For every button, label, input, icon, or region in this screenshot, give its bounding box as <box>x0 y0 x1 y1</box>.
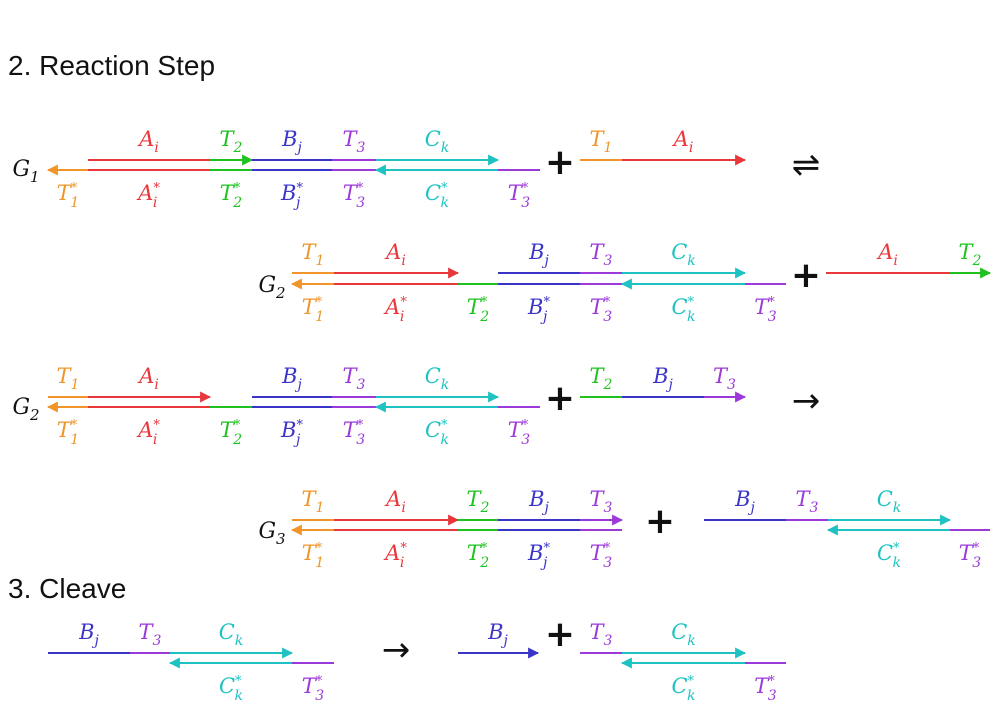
bj-star-label: B*j <box>527 295 550 325</box>
bj-label: Bj <box>528 240 549 269</box>
t3-label: T3 <box>590 240 613 269</box>
ai-label: Ai <box>137 127 159 156</box>
t3-label: T3 <box>343 127 366 156</box>
t2-star-label: T*2 <box>467 295 490 325</box>
bj-star-label: B*j <box>280 181 303 211</box>
t3-label: T3 <box>343 364 366 393</box>
ck-star-label: C*k <box>219 674 243 704</box>
bj-label: Bj <box>528 487 549 516</box>
t3-star-label: T*3 <box>343 418 366 448</box>
ai-label: Ai <box>384 240 406 269</box>
t3-label: T3 <box>590 620 613 649</box>
t3-label: T3 <box>139 620 162 649</box>
t2-label: T2 <box>590 364 613 393</box>
ck-label: Ck <box>671 240 696 269</box>
plus-sign: + <box>645 501 675 542</box>
t3-label: T3 <box>590 487 613 516</box>
t2-label: T2 <box>220 127 243 156</box>
ck-label: Ck <box>425 127 450 156</box>
t1-star-label: T*1 <box>57 181 79 211</box>
t1-label: T1 <box>590 127 613 156</box>
t3-star-label: T*3 <box>302 674 325 704</box>
bj-label: Bj <box>487 620 508 649</box>
t3-star-label: T*3 <box>508 418 531 448</box>
t2-label: T2 <box>467 487 490 516</box>
ai-label: Ai <box>876 240 898 269</box>
yields-arrow-cleave: → <box>382 630 411 670</box>
equilibrium-arrow: ⇌ <box>792 145 821 185</box>
t3-star-label: T*3 <box>754 674 777 704</box>
bj-label: Bj <box>281 127 302 156</box>
ck-label: Ck <box>425 364 450 393</box>
gate-label-g2: G2 <box>12 395 39 424</box>
t2-star-label: T*2 <box>220 181 243 211</box>
ck-label: Ck <box>219 620 244 649</box>
t2-label: T2 <box>959 240 982 269</box>
t1-star-label: T*1 <box>302 541 324 571</box>
gate-label-g2: G2 <box>258 273 285 302</box>
t3-star-label: T*3 <box>590 295 613 325</box>
t1-star-label: T*1 <box>302 295 324 325</box>
bj-star-label: B*j <box>527 541 550 571</box>
t3-star-label: T*3 <box>959 541 982 571</box>
t3-star-label: T*3 <box>754 295 777 325</box>
t3-label: T3 <box>796 487 819 516</box>
t1-label: T1 <box>302 487 325 516</box>
bj-star-label: B*j <box>280 418 303 448</box>
ai-star-label: A*i <box>383 541 407 571</box>
t1-label: T1 <box>57 364 80 393</box>
bj-label: Bj <box>281 364 302 393</box>
t1-label: T1 <box>302 240 325 269</box>
section-heading-cleave: 3. Cleave <box>8 573 127 604</box>
ai-star-label: A*i <box>136 418 160 448</box>
section-heading-reaction-step: 2. Reaction Step <box>8 50 216 81</box>
ck-star-label: C*k <box>425 418 449 448</box>
ai-label: Ai <box>672 127 694 156</box>
plus-sign: + <box>545 142 575 183</box>
bj-label: Bj <box>734 487 755 516</box>
plus-sign: + <box>791 255 821 296</box>
t3-star-label: T*3 <box>590 541 613 571</box>
ck-label: Ck <box>671 620 696 649</box>
gate-label-g1: G1 <box>12 157 39 186</box>
t3-star-label: T*3 <box>343 181 366 211</box>
ck-star-label: C*k <box>425 181 449 211</box>
yields-arrow: → <box>792 381 821 421</box>
ck-star-label: C*k <box>671 295 695 325</box>
ai-label: Ai <box>384 487 406 516</box>
ck-label: Ck <box>877 487 902 516</box>
ck-star-label: C*k <box>877 541 901 571</box>
t2-star-label: T*2 <box>220 418 243 448</box>
plus-sign: + <box>545 614 575 655</box>
t2-star-label: T*2 <box>467 541 490 571</box>
t1-star-label: T*1 <box>57 418 79 448</box>
gate-label-g3: G3 <box>258 519 285 548</box>
bj-label: Bj <box>78 620 99 649</box>
t3-label: T3 <box>713 364 736 393</box>
ai-star-label: A*i <box>136 181 160 211</box>
ck-star-label: C*k <box>671 674 695 704</box>
plus-sign: + <box>545 378 575 419</box>
bj-label: Bj <box>652 364 673 393</box>
ai-star-label: A*i <box>383 295 407 325</box>
ai-label: Ai <box>137 364 159 393</box>
t3-star-label: T*3 <box>508 181 531 211</box>
